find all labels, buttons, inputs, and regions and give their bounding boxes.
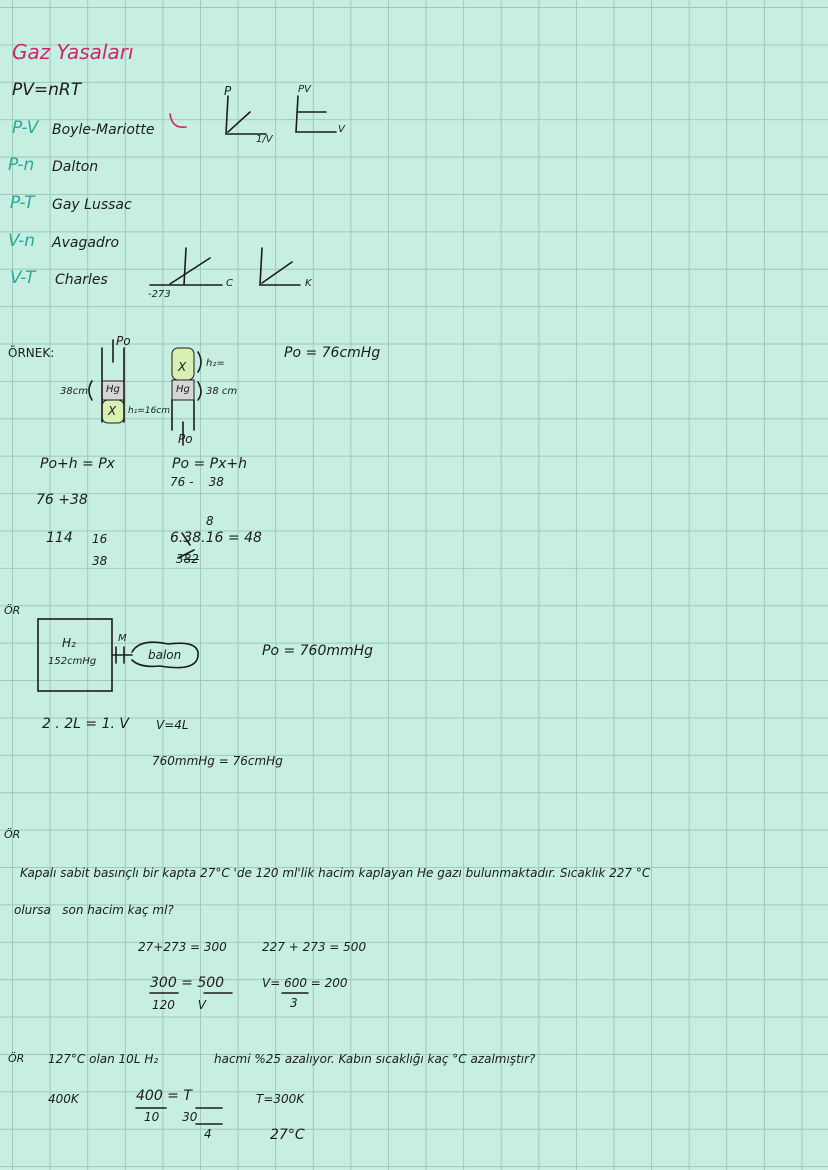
law-name-2: Dalton	[52, 159, 99, 175]
law-vars-4: V-n	[8, 231, 36, 251]
example1-heading: ÖRNEK:	[8, 346, 55, 360]
tube-b-x: X	[178, 360, 187, 374]
example4-t300: T=300K	[256, 1092, 305, 1106]
example3-t2: 227 + 273 = 500	[262, 940, 367, 954]
graph-label-v: V	[338, 124, 345, 135]
tube-a-h16: h₁=16cm	[128, 406, 171, 416]
example1-eq3: 76 - 38	[170, 475, 224, 489]
example2-eq1: 2 . 2L = 1. V	[42, 716, 129, 732]
law-name-5: Charles	[55, 272, 108, 288]
valve-pipe	[111, 646, 133, 664]
graph-label-p: P	[224, 84, 232, 98]
example3-question-line2: olursa son hacim kaç ml?	[14, 903, 174, 917]
tube-a-bracket	[88, 380, 93, 401]
graph-label-inv-v: 1/V	[256, 134, 273, 145]
example3-v-den: 3	[290, 996, 298, 1010]
example4-heading: ÖR	[8, 1052, 25, 1065]
balloon-label: balon	[148, 648, 182, 662]
graph-p-inv-v-axes	[225, 95, 267, 135]
example1-frac-bot: 38̶2̶	[176, 552, 199, 566]
law-name-1: Boyle-Mariotte	[52, 122, 155, 138]
graph-label-c: C	[226, 278, 233, 289]
valve-label: M	[118, 633, 127, 644]
graph-v-c-axes	[149, 247, 223, 286]
example4-frac-bottom-b: 4	[204, 1127, 212, 1141]
example2-eq2: V=4L	[156, 718, 189, 732]
example4-frac-top: 400 = T	[136, 1088, 192, 1104]
example1-eq2: Po = Px+h	[172, 456, 247, 472]
tube-b-outline	[171, 399, 195, 431]
graph-v-k-axes	[259, 247, 301, 286]
example1-frac-top: 8	[206, 514, 214, 528]
law-name-3: Gay Lussac	[52, 197, 132, 213]
tube-b-h38: 38 cm	[206, 386, 238, 397]
page-title: Gaz Yasaları	[12, 40, 134, 64]
example3-frac-bottom: 120 V	[152, 998, 206, 1012]
example3-question-line1: Kapalı sabit basınçlı bir kapta 27°C 'de…	[20, 866, 651, 880]
example1-sum: 76 +38	[36, 492, 88, 508]
law-vars-3: P-T	[10, 193, 35, 213]
example3-frac-top: 300 = 500	[150, 975, 225, 991]
tube-a-p0: Po	[116, 334, 131, 348]
example1-16: 16	[92, 532, 108, 546]
tube-b-bracket	[197, 351, 202, 401]
law-name-4: Avagadro	[52, 235, 120, 251]
graph-label-pv: PV	[298, 84, 311, 95]
example3-t1: 27+273 = 300	[138, 940, 227, 954]
example2-eq3: 760mmHg = 76cmHg	[152, 754, 283, 768]
tube-b-h2: h₂=	[206, 358, 225, 369]
container-gas: H₂	[62, 636, 76, 650]
tube-b-hg: Hg	[176, 384, 190, 395]
example2-p0: Po = 760mmHg	[262, 643, 374, 659]
example1-eq1: Po+h = Px	[40, 456, 115, 472]
law-vars-2: P-n	[8, 155, 35, 175]
ideal-gas-equation: PV=nRT	[12, 80, 82, 100]
example4-question-a: 127°C olan 10L H₂	[48, 1052, 159, 1066]
example1-p0-value: Po = 76cmHg	[284, 345, 381, 361]
tube-a-hg: Hg	[106, 384, 120, 395]
boyle-curve	[169, 113, 187, 129]
container-pressure: 152cmHg	[48, 656, 97, 667]
graph-label-minus273: -273	[148, 289, 171, 300]
tube-a-x: X	[108, 404, 117, 418]
example1-114: 114	[46, 530, 73, 546]
graph-p-inv-v-line	[227, 111, 251, 133]
example3-heading: ÖR	[4, 828, 21, 841]
example4-400k: 400K	[48, 1092, 79, 1106]
graph-v-k-line	[261, 261, 293, 284]
example1-38: 38	[92, 554, 108, 568]
graph-pv-v-axes	[295, 95, 337, 133]
example4-frac-bottom: 10 30	[144, 1110, 198, 1124]
example4-question-b: hacmi %25 azalıyor. Kabın sıcaklığı kaç …	[214, 1052, 536, 1066]
law-vars-5: V-T	[10, 268, 36, 288]
example3-v-result: V= 600 = 200	[262, 976, 348, 990]
example1-frac-mid: 6.38.16 = 48	[170, 530, 262, 546]
graph-label-k: K	[305, 278, 312, 289]
example4-27c: 27°C	[270, 1127, 305, 1143]
gas-container	[37, 618, 113, 692]
law-vars-1: P-V	[12, 118, 39, 138]
graph-v-c-line	[169, 257, 211, 285]
example2-heading: ÖR	[4, 604, 21, 617]
tube-a-height: 38cm	[60, 386, 88, 397]
tube-b-p0: Po	[178, 432, 193, 446]
